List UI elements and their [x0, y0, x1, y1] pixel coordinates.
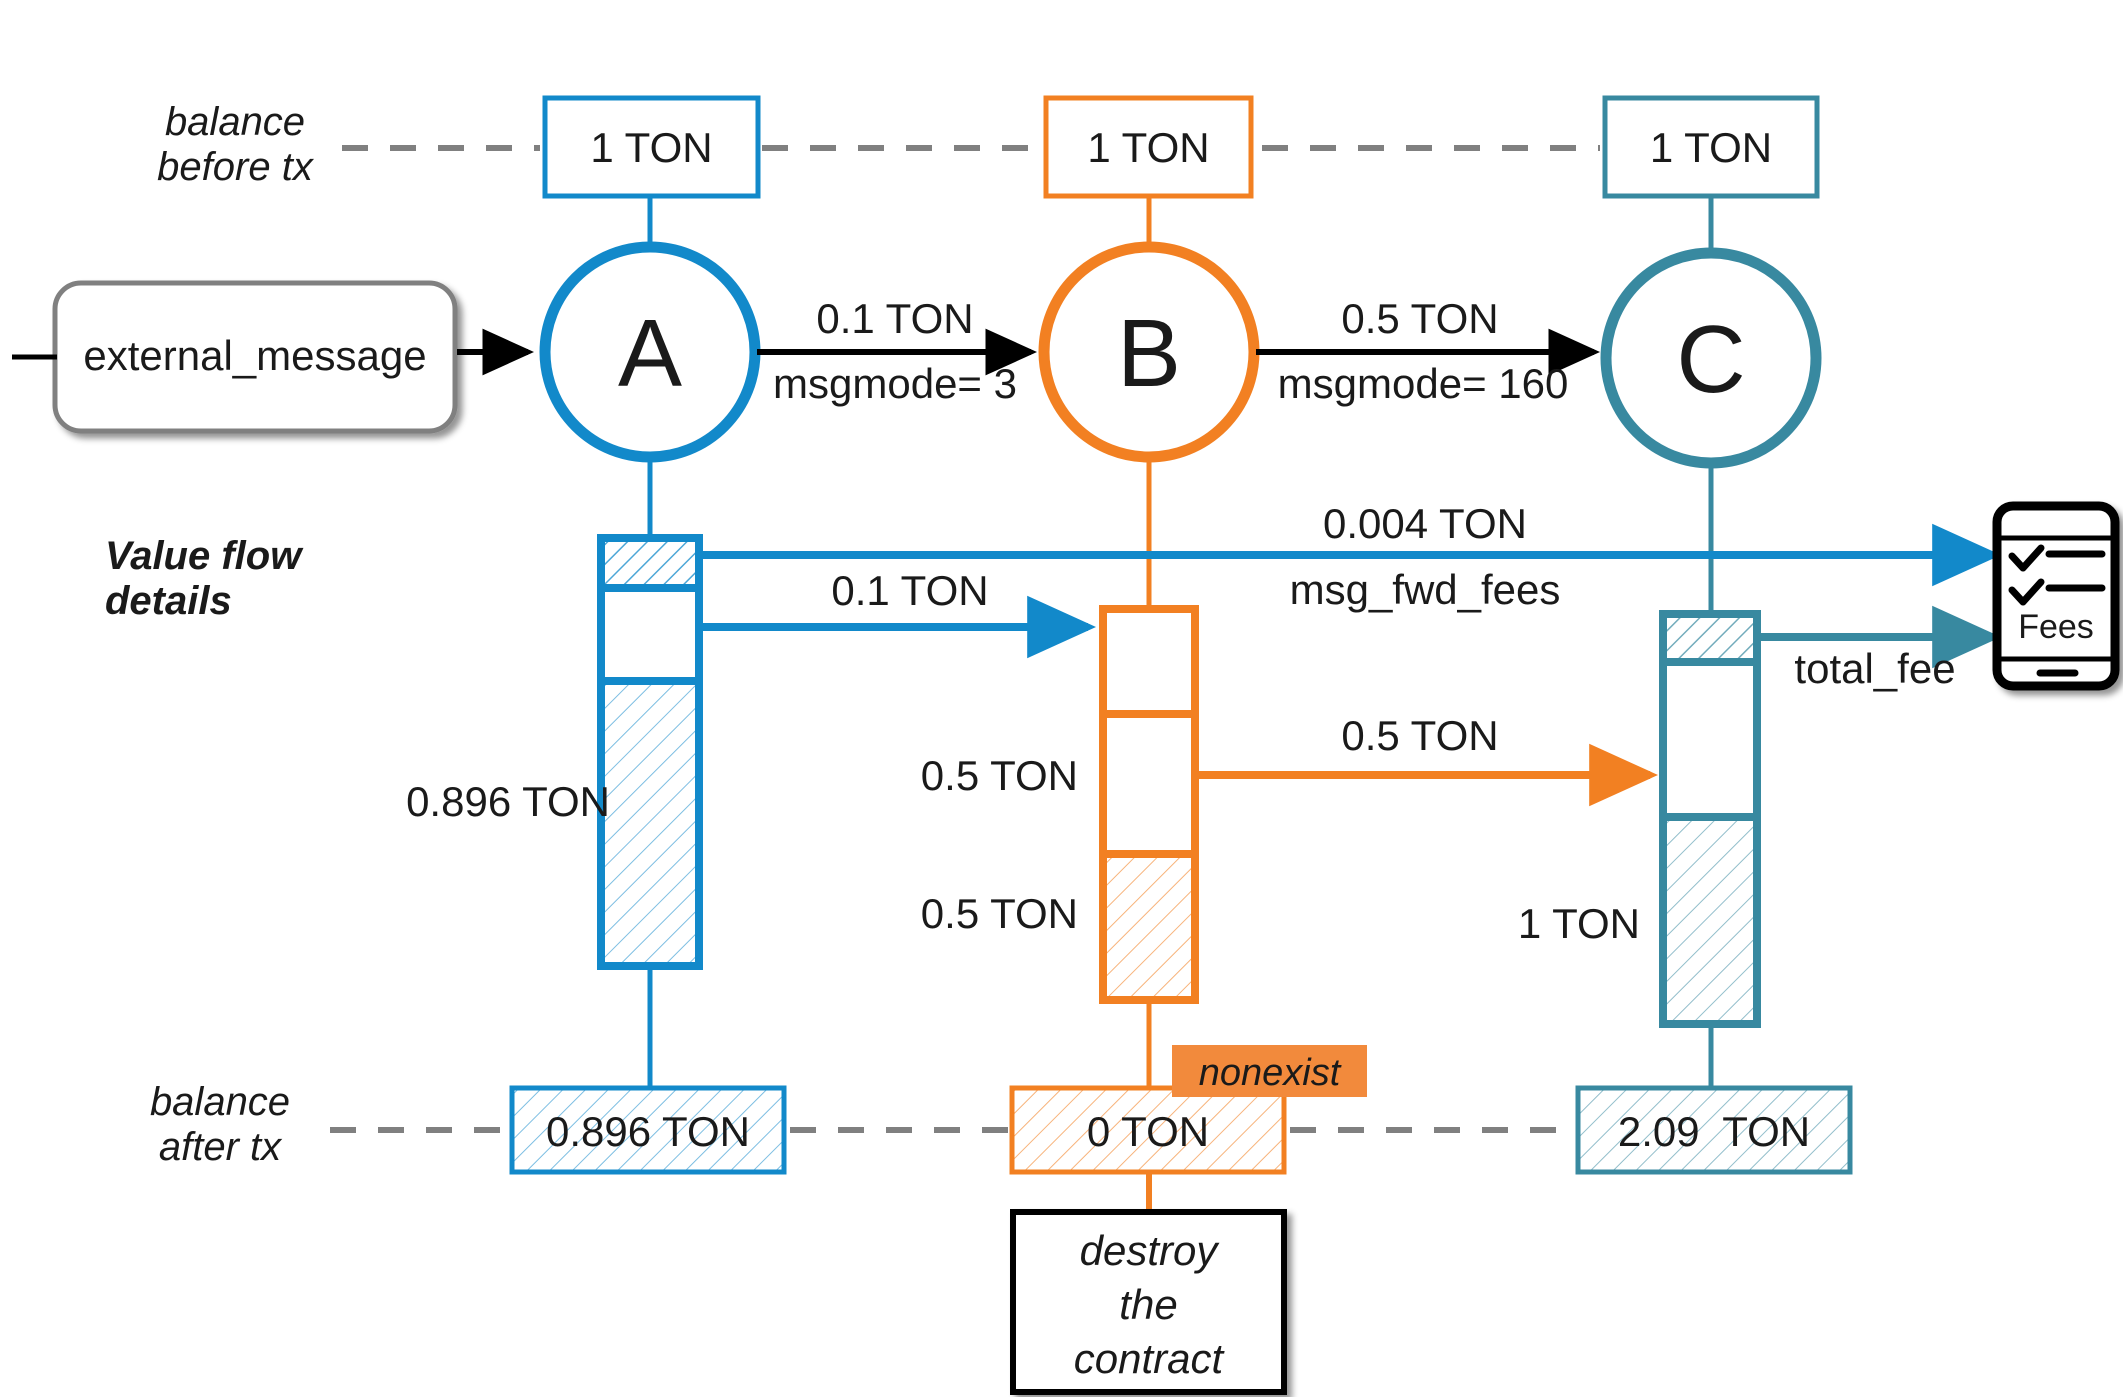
flow-amount-b-to-c: 0.5 TON — [1341, 712, 1499, 759]
node-label-b: B — [1116, 300, 1182, 407]
bar-label-c-remaining: 1 TON — [1517, 900, 1640, 947]
nonexist-badge-bg — [1172, 1045, 1367, 1097]
row-label-value-flow: Value flow details — [105, 534, 302, 623]
flow-amount-fwd-fees: 0.004 TON — [1323, 500, 1527, 547]
value-bar-b — [1099, 605, 1199, 1004]
flow-amount-a-to-b: 0.1 TON — [831, 567, 989, 614]
balance-after-b: 0 TON — [1086, 1108, 1210, 1155]
destroy-note-shape — [1010, 1209, 1287, 1395]
balance-before-box-b — [1043, 95, 1254, 199]
bar-label-a-remaining: 0.896 TON — [406, 778, 610, 825]
flow-label-total-fee: total_fee — [1794, 645, 1956, 692]
value-bar-c — [1659, 610, 1761, 1028]
destroy-note-label: destroy the contract — [1073, 1227, 1224, 1382]
value-bar-a — [597, 534, 703, 970]
message-mode-a-b: msgmode= 3 — [773, 360, 1017, 407]
flow-label-msg-fwd-fees: msg_fwd_fees — [1289, 566, 1561, 613]
balance-before-box-c — [1602, 95, 1820, 199]
balance-before-box-a — [542, 95, 761, 199]
balance-after-box-a — [509, 1085, 787, 1175]
balance-before-b: 1 TON — [1087, 124, 1210, 171]
row-label-balance-before: balance before tx — [157, 100, 313, 189]
balance-after-c: 2.09 TON — [1617, 1108, 1811, 1155]
message-amount-b-c: 0.5 TON — [1341, 295, 1499, 342]
bar-label-b-sent: 0.5 TON — [920, 752, 1078, 799]
balance-after-a: 0.896 TON — [546, 1108, 750, 1155]
fees-icon-label: Fees — [2018, 608, 2094, 646]
node-label-a: A — [617, 300, 683, 407]
balance-before-c: 1 TON — [1649, 124, 1773, 171]
row-label-balance-after: balance after tx — [149, 1080, 291, 1169]
message-mode-b-c: msgmode= 160 — [1277, 360, 1569, 407]
node-label-c: C — [1676, 306, 1746, 413]
bar-label-b-remaining: 0.5 TON — [920, 890, 1078, 937]
message-amount-a-b: 0.1 TON — [816, 295, 974, 342]
nonexist-badge-label: nonexist — [1198, 1052, 1341, 1094]
external-message-label[interactable]: external_message — [83, 332, 427, 379]
fees-phone-icon — [1992, 501, 2120, 691]
balance-after-box-c — [1575, 1085, 1853, 1175]
balance-before-a: 1 TON — [590, 124, 713, 171]
